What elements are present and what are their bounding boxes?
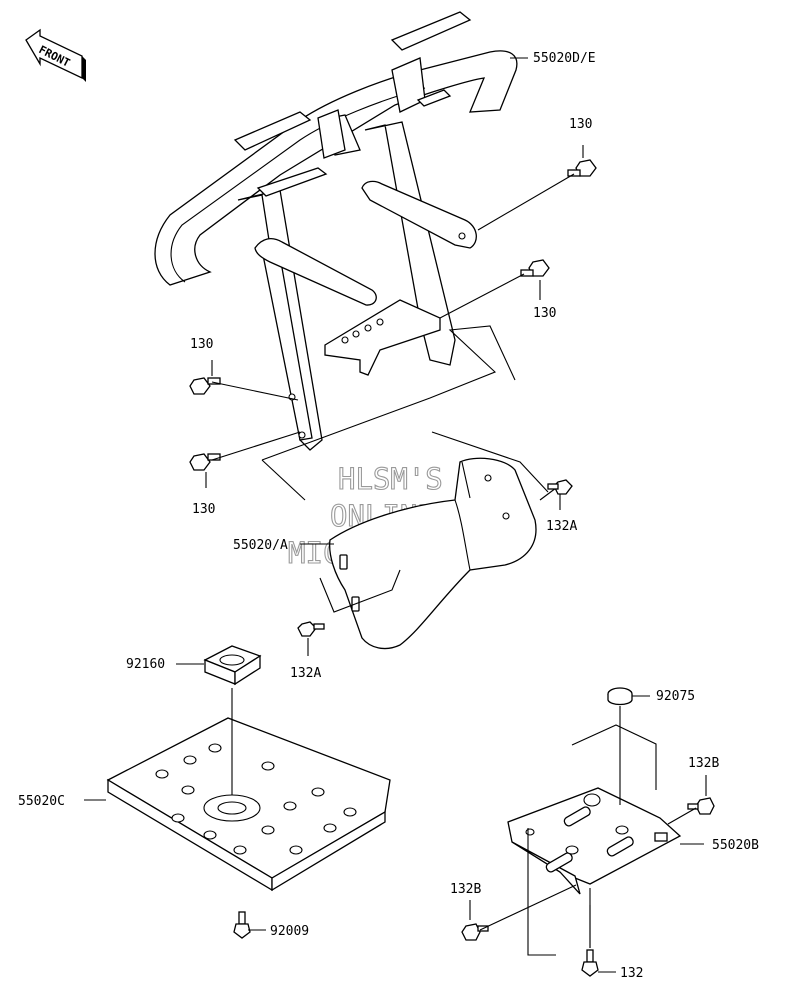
bolt-130-left-upper: [189, 377, 221, 395]
label-92009: 92009: [270, 924, 309, 939]
bolt-132a-right: [547, 479, 573, 495]
label-130-left-lower: 130: [192, 502, 215, 517]
rear-guard-frame: [154, 11, 518, 451]
leader-lines: [84, 57, 707, 973]
label-55020c: 55020C: [18, 794, 65, 809]
bolt-130-top-right: [567, 159, 597, 177]
cap-92075: [607, 687, 633, 706]
label-55020b: 55020B: [712, 838, 759, 853]
label-132b-left: 132B: [450, 882, 481, 897]
label-55020-a: 55020/A: [233, 538, 288, 553]
label-92160: 92160: [126, 657, 165, 672]
skid-plate: [106, 717, 391, 892]
bolt-130-left-lower: [189, 453, 221, 471]
label-132a-left: 132A: [290, 666, 321, 681]
bolt-132b-left: [461, 923, 489, 941]
label-92075: 92075: [656, 689, 695, 704]
pad-92160: [203, 645, 262, 686]
label-132: 132: [620, 966, 643, 981]
label-130-mid-right: 130: [533, 306, 556, 321]
bolt-132: [581, 949, 599, 977]
front-badge: FRONT: [25, 28, 86, 82]
part-labels: 55020D/E 130 130 130 130 55020/A 132A 13…: [18, 51, 759, 981]
watermark-line-1: HLSM'S: [338, 462, 443, 496]
label-130-top-right: 130: [569, 117, 592, 132]
label-130-left-upper: 130: [190, 337, 213, 352]
bolt-132a-left: [297, 621, 325, 637]
bracket-b: [507, 787, 682, 895]
guard-a: [329, 457, 537, 650]
screw-92009: [233, 911, 251, 939]
bolt-132b-right: [687, 797, 715, 815]
arrow-icon: [25, 28, 86, 82]
guide-lines: [261, 325, 557, 613]
label-132a-right: 132A: [546, 519, 577, 534]
label-132b-right: 132B: [688, 756, 719, 771]
label-55020d-e: 55020D/E: [533, 51, 596, 66]
bolt-130-mid-right: [520, 259, 550, 277]
